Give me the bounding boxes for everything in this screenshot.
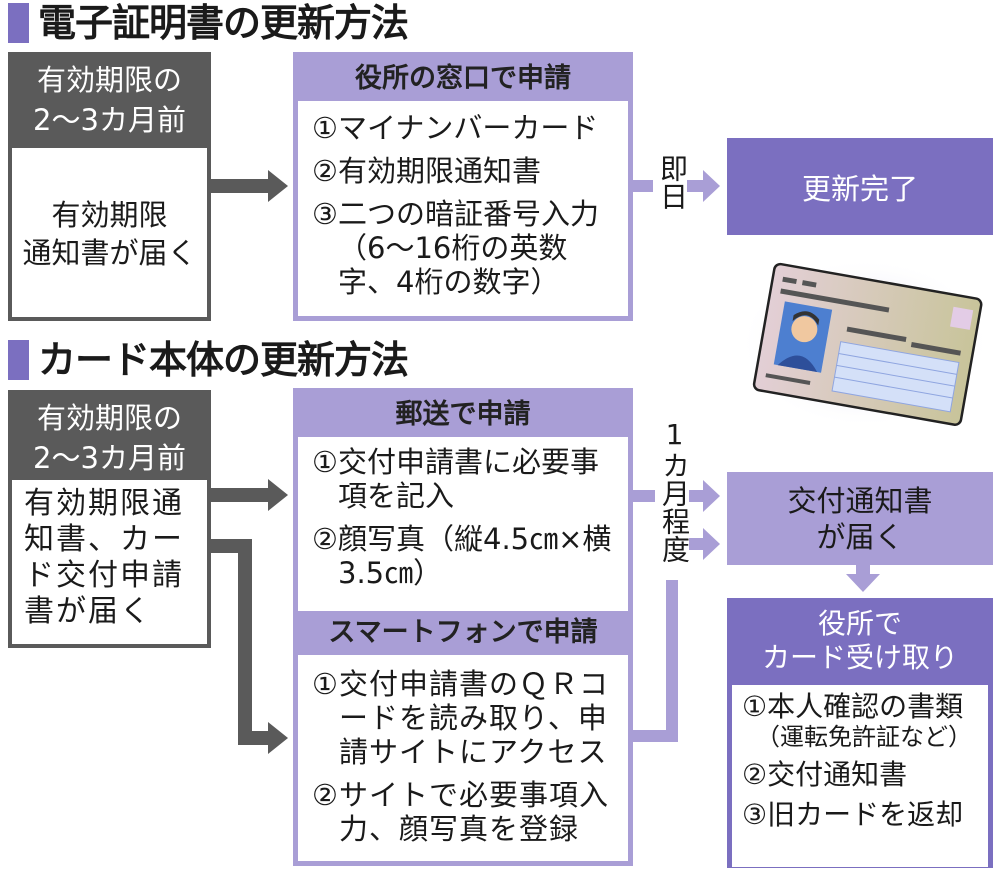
arrow-notice-to-pickup xyxy=(846,565,880,592)
timing-label-same-day: 即日 xyxy=(653,154,689,210)
list-item-note: （運転免許証など） xyxy=(756,723,972,751)
list-item: ②交付通知書 xyxy=(742,758,908,791)
list-item: ① 交付申請書に必要事項を記入 xyxy=(312,445,600,513)
trigger-header-line2: 2〜3カ月前 xyxy=(33,103,186,137)
trigger-header-line1: 有効期限の xyxy=(36,63,182,97)
arrow-trigger-to-mail xyxy=(210,479,288,511)
arrow-smartphone-to-notice xyxy=(633,528,720,742)
method-header: 役所の窓口で申請 xyxy=(298,57,628,101)
arrow-trigger-to-smartphone xyxy=(210,539,288,754)
my-number-card-illustration xyxy=(740,258,990,428)
trigger-body: 有効期限通知書、カード交付申請書が届く xyxy=(24,486,184,629)
list-item: ② 顔写真（縦4.5㎝×横3.5㎝） xyxy=(312,522,612,590)
pickup-box: 役所で カード受け取り ①本人確認の書類 （運転免許証など） ②交付通知書 ③旧… xyxy=(727,598,993,868)
trigger-header: 有効期限の 2〜3カ月前 xyxy=(12,56,207,148)
trigger-body-line2: 通知書が届く xyxy=(22,236,197,270)
timing-label-one-month: 1カ月程度 xyxy=(655,418,691,563)
list-item: ② サイトで必要事項入力、顔写真を登録 xyxy=(312,778,610,846)
trigger-box-card: 有効期限の 2〜3カ月前 有効期限通知書、カード交付申請書が届く xyxy=(8,390,211,648)
notice-arrives-box: 交付通知書 が届く xyxy=(727,472,993,565)
list-item: ③旧カードを返却 xyxy=(742,798,964,831)
section-marker-icon xyxy=(8,340,29,380)
list-item: ① マイナンバーカード xyxy=(312,111,599,145)
result-box-complete: 更新完了 xyxy=(727,138,993,235)
trigger-header-line1: 有効期限の xyxy=(36,401,182,435)
method-requirements-list: ① マイナンバーカード ② 有効期限通知書 ③ 二つの暗証番号入力（6〜16桁の… xyxy=(298,101,628,299)
method-header-smartphone: スマートフォンで申請 xyxy=(298,611,628,655)
notice-line2: が届く xyxy=(816,519,904,554)
arrow-mail-to-notice xyxy=(633,480,720,512)
pickup-header: 役所で カード受け取り xyxy=(732,603,988,685)
section-title-card-body: カード本体の更新方法 xyxy=(38,338,409,382)
trigger-header: 有効期限の 2〜3カ月前 xyxy=(12,394,207,480)
list-item: ① 交付申請書のＱＲコードを読み取り、申請サイトにアクセス xyxy=(312,667,610,769)
trigger-body: 有効期限 通知書が届く xyxy=(12,148,207,272)
smartphone-requirements-list: ① 交付申請書のＱＲコードを読み取り、申請サイトにアクセス ② サイトで必要事項… xyxy=(298,655,628,846)
method-box-counter: 役所の窓口で申請 ① マイナンバーカード ② 有効期限通知書 ③ 二つの暗証番号… xyxy=(293,52,633,321)
trigger-header-line2: 2〜3カ月前 xyxy=(33,441,186,475)
pickup-header-line2: カード受け取り xyxy=(761,641,958,674)
section-title-certificate: 電子証明書の更新方法 xyxy=(38,1,409,45)
method-box-mail-and-smartphone: 郵送で申請 ① 交付申請書に必要事項を記入 ② 顔写真（縦4.5㎝×横3.5㎝）… xyxy=(293,388,633,866)
notice-line1: 交付通知書 xyxy=(787,483,933,518)
list-item: ①本人確認の書類 （運転免許証など） xyxy=(742,691,982,752)
pickup-header-line1: 役所で xyxy=(817,607,902,640)
mail-requirements-list: ① 交付申請書に必要事項を記入 ② 顔写真（縦4.5㎝×横3.5㎝） xyxy=(298,437,628,611)
section-marker-icon xyxy=(8,3,29,43)
method-header-mail: 郵送で申請 xyxy=(298,393,628,437)
pickup-requirements-list: ①本人確認の書類 （運転免許証など） ②交付通知書 ③旧カードを返却 xyxy=(732,685,988,867)
arrow-method-to-result xyxy=(633,170,720,202)
card-body xyxy=(752,262,983,426)
arrow-trigger-to-method-1 xyxy=(210,170,288,202)
trigger-body-line1: 有効期限 xyxy=(51,198,168,232)
list-item: ② 有効期限通知書 xyxy=(312,154,542,188)
trigger-box-certificate: 有効期限の 2〜3カ月前 有効期限 通知書が届く xyxy=(8,52,211,321)
list-item: ③ 二つの暗証番号入力（6〜16桁の英数字、4桁の数字） xyxy=(312,197,600,299)
